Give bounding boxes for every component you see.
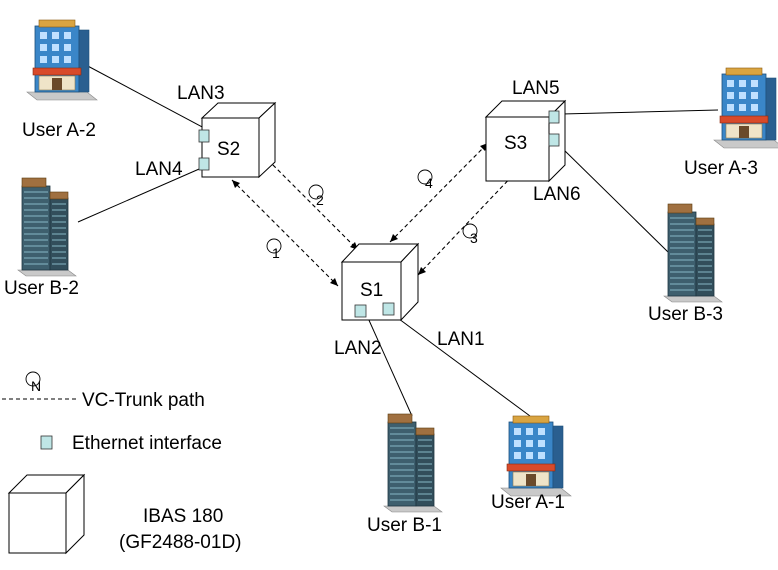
user-label-b2: User B-2 — [4, 278, 79, 299]
path-marker-1: 1 — [266, 238, 282, 261]
switch-s1 — [340, 242, 420, 322]
legend-trunk-label: VC-Trunk path — [82, 390, 205, 411]
legend-device-name: IBAS 180 — [143, 506, 223, 527]
lan-label-lan2: LAN2 — [334, 338, 382, 359]
lan-label-lan1: LAN1 — [437, 329, 485, 350]
building-user-a3-icon — [713, 67, 778, 149]
building-user-b2-icon — [17, 177, 77, 277]
link-usera1-s1 — [394, 315, 531, 417]
legend-ethernet-icon — [40, 435, 53, 450]
switch-label-s1: S1 — [360, 280, 383, 301]
switch-label-s3: S3 — [504, 133, 527, 154]
path-marker-4: 4 — [417, 169, 433, 191]
svg-text:N: N — [31, 378, 41, 394]
svg-text:2: 2 — [316, 192, 324, 208]
building-user-a1-icon — [500, 415, 572, 497]
switch-label-s2: S2 — [217, 139, 240, 160]
building-user-b3-icon — [663, 203, 723, 303]
switch-s3 — [484, 99, 567, 183]
user-label-b1: User B-1 — [367, 515, 442, 536]
building-user-a2-icon — [26, 19, 98, 101]
legend-ethernet-label: Ethernet interface — [72, 433, 222, 454]
legend-device-icon — [7, 473, 86, 555]
path-marker-2: 2 — [308, 184, 324, 208]
path-marker-3: 3 — [462, 223, 478, 246]
user-label-b3: User B-3 — [648, 304, 723, 325]
link-usera3-s3 — [561, 109, 719, 115]
user-label-a2: User A-2 — [22, 120, 96, 141]
ethernet-port — [382, 302, 395, 316]
lan-label-lan4: LAN4 — [135, 159, 183, 180]
switch-s2 — [198, 101, 277, 179]
ethernet-port — [198, 129, 210, 143]
user-label-a3: User A-3 — [684, 158, 758, 179]
legend: N VC-Trunk path Ethernet interface IBAS … — [2, 371, 242, 555]
ethernet-port — [548, 110, 560, 124]
link-usera2-s2 — [83, 63, 207, 130]
link-userb1-s1 — [367, 317, 413, 417]
ethernet-port — [198, 157, 210, 171]
trunk-path-1 — [231, 179, 339, 287]
building-user-b1-icon — [383, 413, 443, 513]
ethernet-port — [548, 133, 560, 147]
lan-label-lan3: LAN3 — [177, 83, 225, 104]
svg-text:3: 3 — [470, 230, 478, 246]
user-label-a1: User A-1 — [491, 492, 565, 513]
legend-device-model: (GF2488-01D) — [119, 532, 242, 553]
svg-text:4: 4 — [425, 175, 433, 191]
trunk-path-2 — [257, 149, 359, 251]
link-userb3-s3 — [561, 147, 669, 253]
legend-path-marker: N — [25, 371, 41, 394]
lan-label-lan6: LAN6 — [533, 184, 581, 205]
lan-label-lan5: LAN5 — [512, 78, 560, 99]
svg-text:1: 1 — [272, 245, 280, 261]
link-userb2-s2 — [77, 165, 207, 223]
ethernet-port — [354, 304, 367, 318]
